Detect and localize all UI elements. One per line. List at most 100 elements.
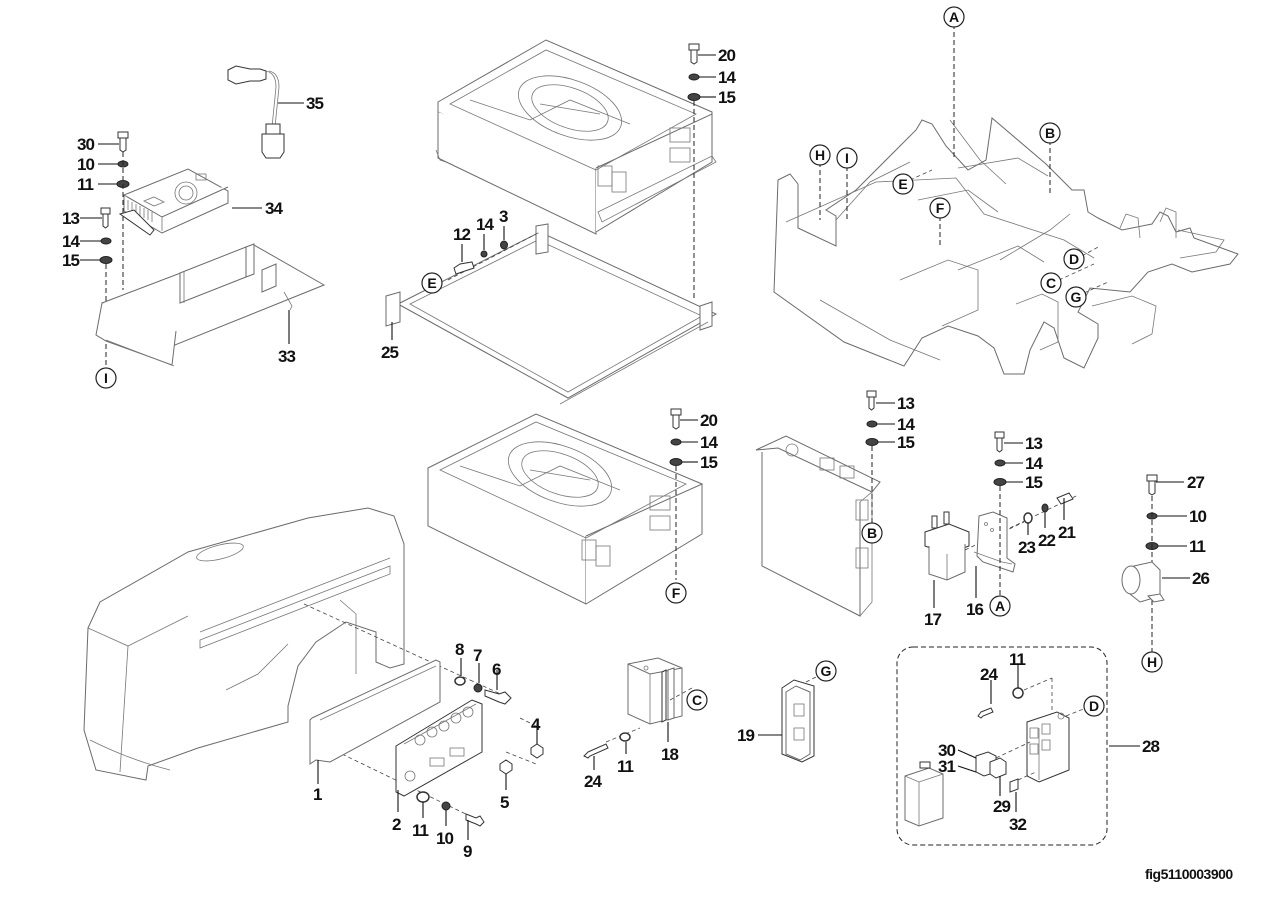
callout-26: 26: [1192, 569, 1209, 588]
display-assembly: G 19: [737, 660, 837, 763]
reference-marker-h: H: [809, 144, 831, 166]
svg-text:C: C: [1046, 275, 1056, 291]
plug-cap-icon: [530, 743, 544, 759]
callout-31: 31: [938, 757, 955, 776]
callout-27: 27: [1187, 473, 1204, 492]
motor-controller-icon: [435, 39, 717, 235]
flat-washer-icon: [1012, 687, 1024, 699]
svg-text:B: B: [1045, 125, 1055, 141]
reference-marker-i: I: [95, 367, 117, 389]
callout-7: 7: [473, 646, 482, 665]
callout-2: 2: [392, 815, 401, 834]
callout-18: 18: [661, 745, 678, 764]
svg-text:E: E: [898, 176, 907, 192]
blade-fuse-icon: [1009, 778, 1019, 793]
battery-charger-icon: [118, 168, 229, 236]
callout-5: 5: [500, 793, 509, 812]
callout-32: 32: [1009, 815, 1026, 834]
callout-15: 15: [897, 433, 914, 452]
bolt-icon: [866, 390, 877, 411]
flat-washer-icon: [454, 676, 466, 686]
bolt-icon: [1146, 474, 1158, 496]
contactor-relay-icon: [924, 511, 970, 581]
svg-text:I: I: [104, 370, 108, 386]
svg-text:H: H: [1147, 654, 1157, 670]
svg-text:B: B: [867, 525, 877, 541]
reference-marker-f: F: [665, 582, 687, 604]
bolt-icon: [994, 431, 1005, 453]
flat-washer-icon: [1023, 512, 1033, 524]
callout-33: 33: [278, 347, 295, 366]
callout-15: 15: [700, 453, 717, 472]
callout-13: 13: [1025, 434, 1042, 453]
svg-text:H: H: [815, 147, 825, 163]
lock-washer-icon: [441, 801, 451, 811]
reference-marker-i: I: [836, 147, 858, 169]
callout-15: 15: [62, 251, 79, 270]
control-module-icon: [755, 435, 881, 617]
callout-3: 3: [499, 207, 508, 226]
nut-icon: [1041, 503, 1049, 513]
upper-controller-assembly: 20 14 15 25 12 14 3 E: [381, 39, 737, 405]
flat-washer-icon: [500, 240, 508, 250]
fuse-holder-block-icon: [1026, 711, 1070, 783]
bolt-icon: [117, 131, 129, 153]
reference-marker-b: B: [861, 522, 883, 544]
callout-11: 11: [617, 757, 634, 776]
frame-reference-markers: A B H I E F D C G: [809, 6, 1109, 308]
reference-marker-d: D: [1063, 248, 1085, 270]
svg-text:F: F: [936, 200, 945, 216]
callout-24: 24: [980, 665, 998, 684]
reference-marker-e: E: [421, 272, 443, 294]
callout-19: 19: [737, 726, 754, 745]
lower-controller-assembly: 20 14 15 F: [427, 408, 719, 605]
plug-cap-icon: [499, 759, 513, 775]
callout-14: 14: [1025, 454, 1043, 473]
relay-icon: [975, 751, 1007, 779]
reference-marker-h: H: [1141, 651, 1163, 673]
flat-washer-icon: [669, 458, 683, 466]
callout-13: 13: [897, 394, 914, 413]
bolt-icon: [484, 689, 512, 705]
callout-30: 30: [938, 741, 955, 760]
svg-text:G: G: [1071, 289, 1082, 305]
horn-assembly: 27 10 11 26 H: [1121, 473, 1210, 673]
bolt-icon: [977, 707, 994, 719]
reference-marker-f: F: [929, 197, 951, 219]
motor-controller-icon: [427, 413, 703, 605]
flat-washer-icon: [993, 478, 1007, 486]
reference-marker-a: A: [989, 595, 1011, 617]
reference-marker-c: C: [686, 689, 708, 711]
callout-23: 23: [1018, 538, 1035, 557]
callout-24: 24: [584, 772, 602, 791]
bolt-icon: [670, 408, 682, 430]
callout-30: 30: [77, 135, 94, 154]
rear-cover-icon: [83, 507, 405, 781]
power-cord-icon: [227, 65, 285, 159]
callout-21: 21: [1058, 523, 1075, 542]
lock-washer-icon: [688, 73, 700, 81]
flat-washer-icon: [865, 438, 879, 446]
svg-text:E: E: [427, 275, 436, 291]
fuse-box-assembly: 28 24 11 D 30 31 29: [896, 646, 1160, 846]
flat-washer-icon: [99, 256, 113, 264]
display-panel-icon: [781, 679, 815, 763]
svg-text:D: D: [1089, 698, 1099, 714]
callout-14: 14: [897, 415, 915, 434]
callout-11: 11: [1189, 537, 1206, 556]
mounting-tray-icon: [385, 223, 718, 405]
lock-washer-icon: [866, 420, 878, 428]
bolt-icon: [465, 813, 485, 827]
bolt-icon: [688, 43, 700, 65]
bolt-icon: [100, 207, 111, 229]
reference-marker-g: G: [1065, 286, 1087, 308]
callout-12: 12: [453, 225, 470, 244]
callout-14: 14: [718, 68, 736, 87]
callout-15: 15: [718, 88, 735, 107]
callout-25: 25: [381, 343, 398, 362]
lock-washer-icon: [473, 683, 483, 693]
reference-marker-d: D: [1083, 695, 1105, 717]
callout-14: 14: [700, 433, 718, 452]
callout-4: 4: [531, 715, 541, 734]
bracket-icon: [973, 511, 1016, 573]
